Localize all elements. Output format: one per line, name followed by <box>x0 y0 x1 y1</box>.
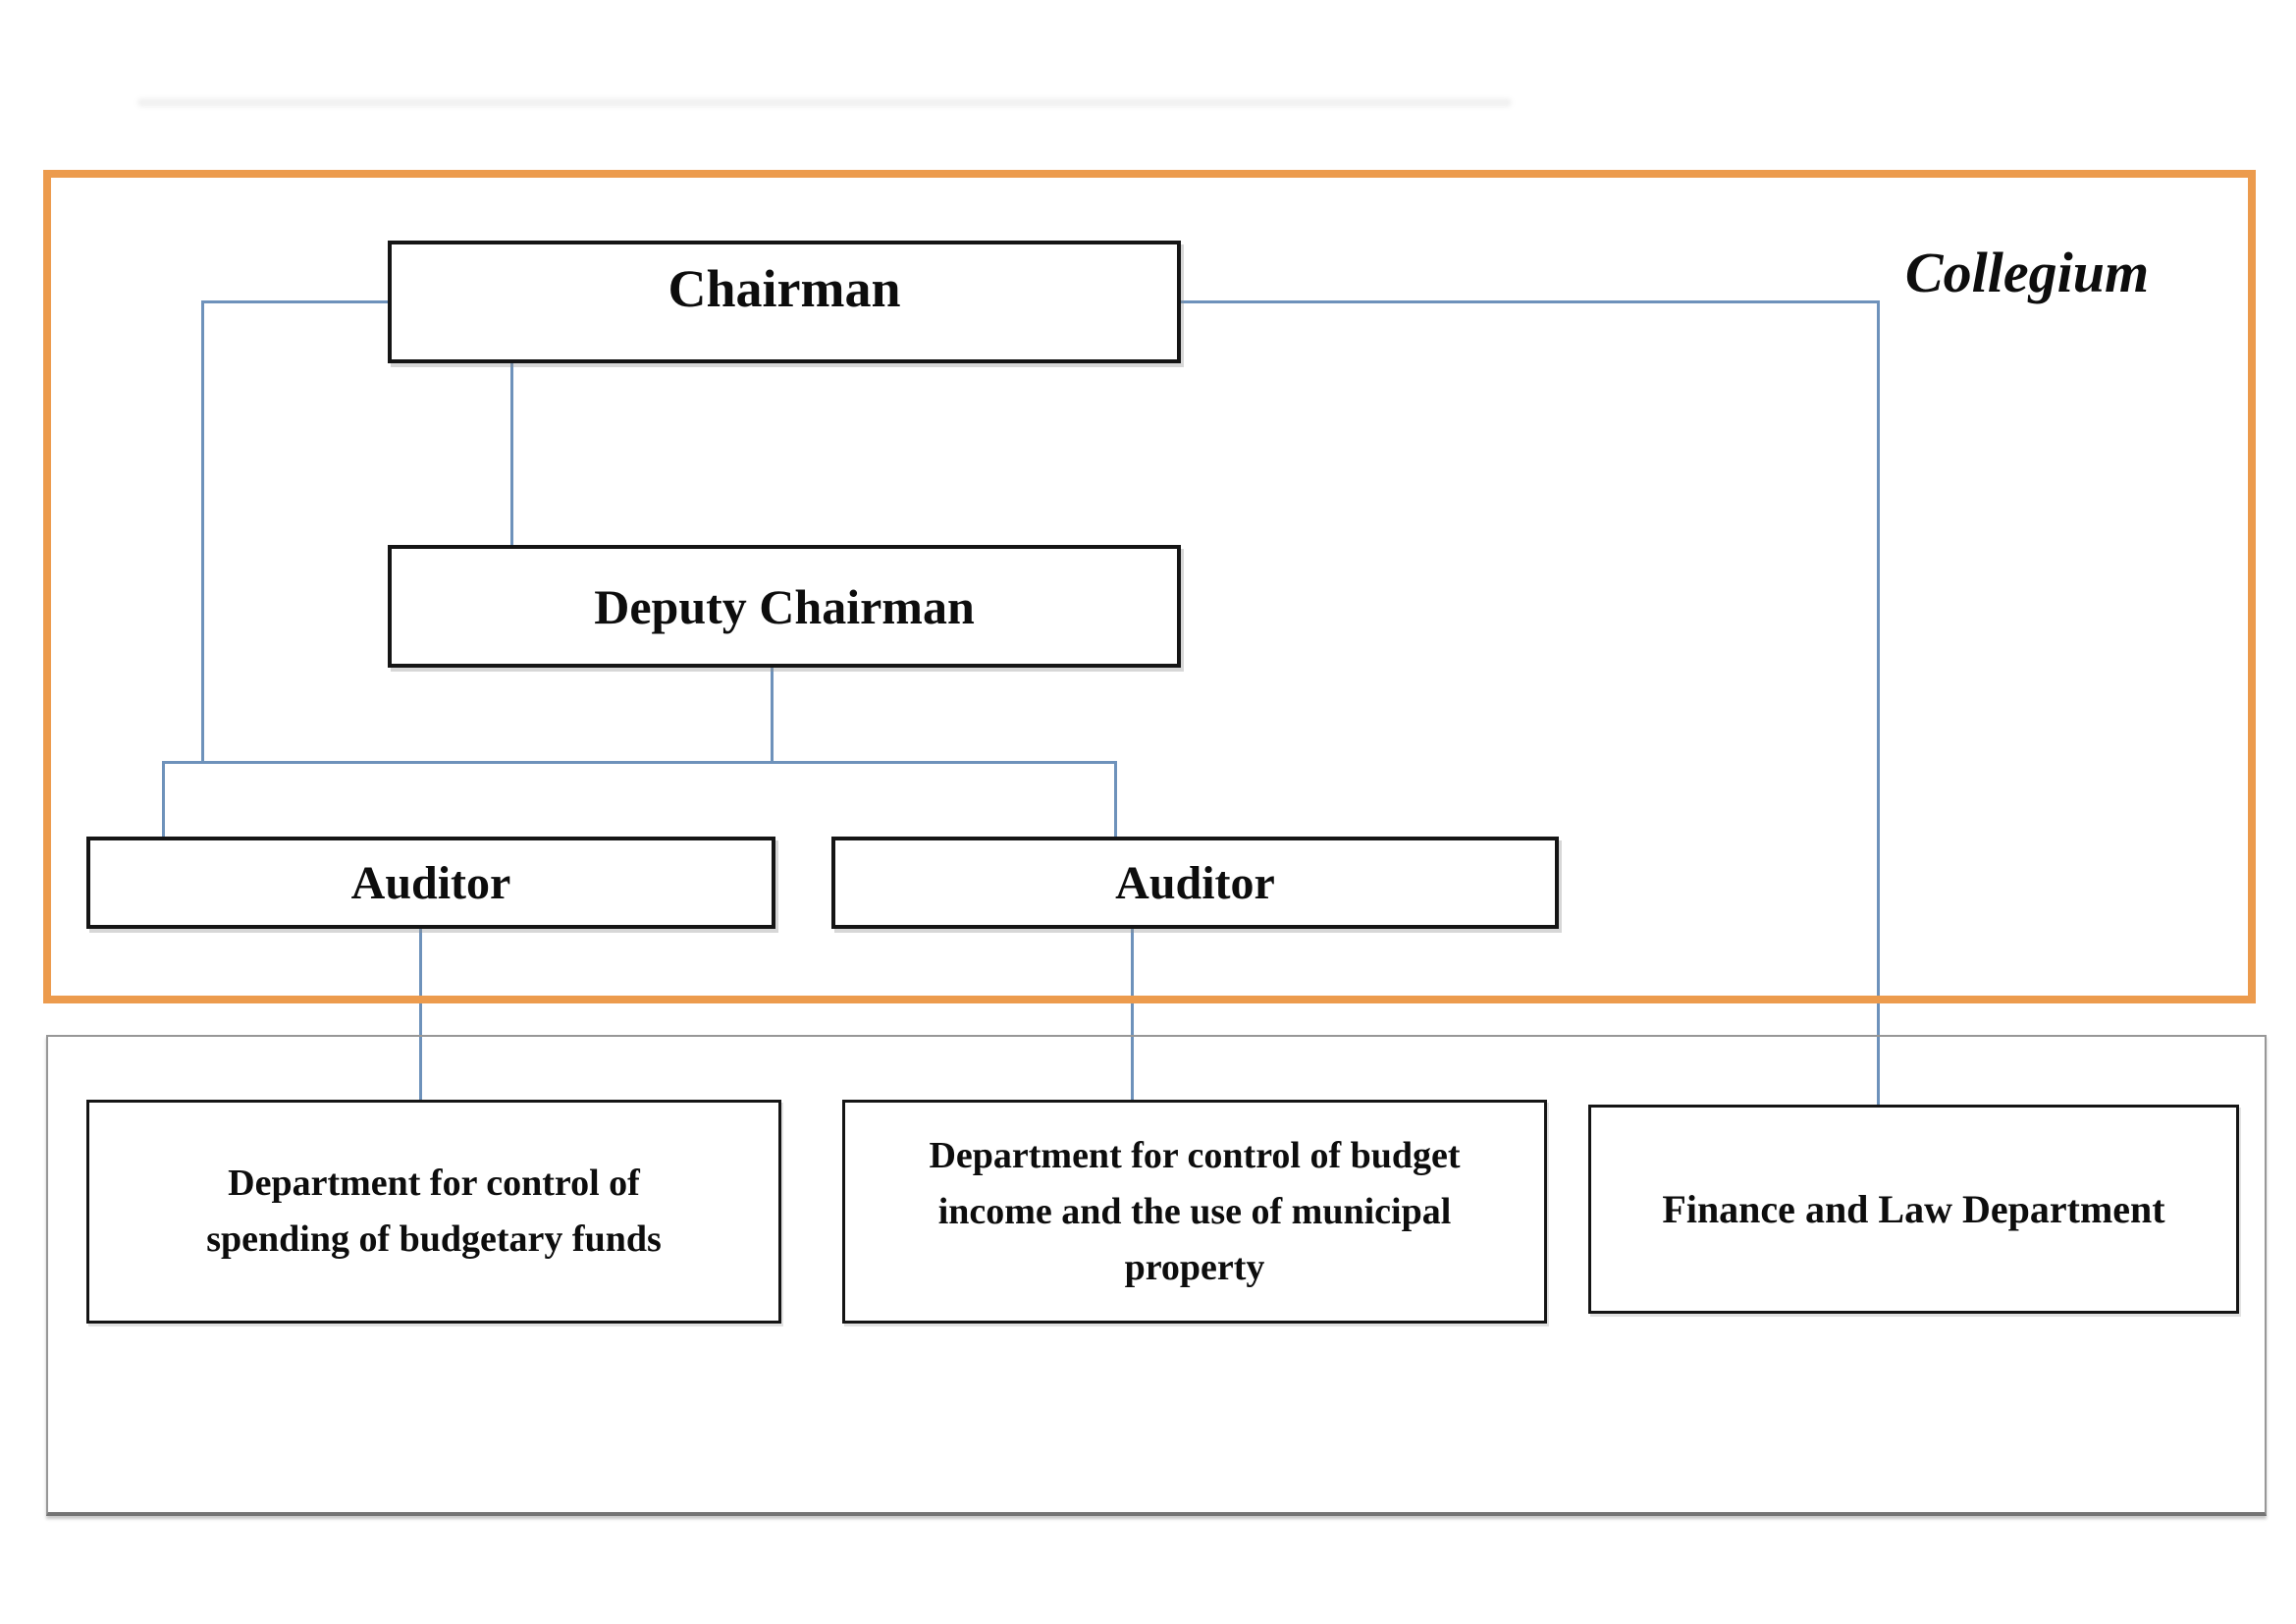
deputy-chairman-label: Deputy Chairman <box>594 578 975 634</box>
auditor-right-label: Auditor <box>1115 856 1275 909</box>
connector-auditor-left-dept <box>419 929 422 1100</box>
connector-deputy-branch <box>771 668 774 761</box>
dept-income-line2: income and the use of municipal <box>937 1190 1452 1232</box>
deputy-chairman-node: Deputy Chairman <box>388 545 1181 668</box>
connector-chairman-deputy <box>510 363 513 545</box>
auditor-left-node: Auditor <box>86 837 775 929</box>
dept-income-label: Department for control of budget income … <box>929 1128 1460 1296</box>
connector-chairman-left-horizontal <box>201 300 388 303</box>
faint-erased-text-artifact <box>137 98 1512 107</box>
connector-chairman-finance-horizontal <box>1181 300 1877 303</box>
connector-auditors-branch-line <box>162 761 1117 764</box>
connector-chairman-left-vertical <box>201 300 204 761</box>
connector-finance-vertical <box>1877 300 1880 1105</box>
dept-finance-label: Finance and Law Department <box>1662 1186 2165 1231</box>
dept-income-line1: Department for control of budget <box>929 1134 1461 1176</box>
collegium-region-label: Collegium <box>1904 241 2150 304</box>
connector-auditor-right-dept <box>1131 929 1134 1100</box>
dept-spending-line2: spending of budgetary funds <box>206 1218 662 1260</box>
connector-branch-auditor-right <box>1114 761 1117 837</box>
dept-spending-label: Department for control of spending of bu… <box>206 1156 662 1268</box>
dept-income-node: Department for control of budget income … <box>842 1100 1547 1324</box>
auditor-left-label: Auditor <box>350 856 511 909</box>
dept-spending-line1: Department for control of <box>228 1163 640 1204</box>
chairman-label: Chairman <box>667 259 901 318</box>
dept-spending-node: Department for control of spending of bu… <box>86 1100 781 1324</box>
chairman-node: Chairman <box>388 241 1181 363</box>
dept-finance-node: Finance and Law Department <box>1588 1105 2239 1314</box>
connector-branch-auditor-left <box>162 761 165 837</box>
auditor-right-node: Auditor <box>831 837 1559 929</box>
dept-income-line3: property <box>1124 1246 1265 1288</box>
